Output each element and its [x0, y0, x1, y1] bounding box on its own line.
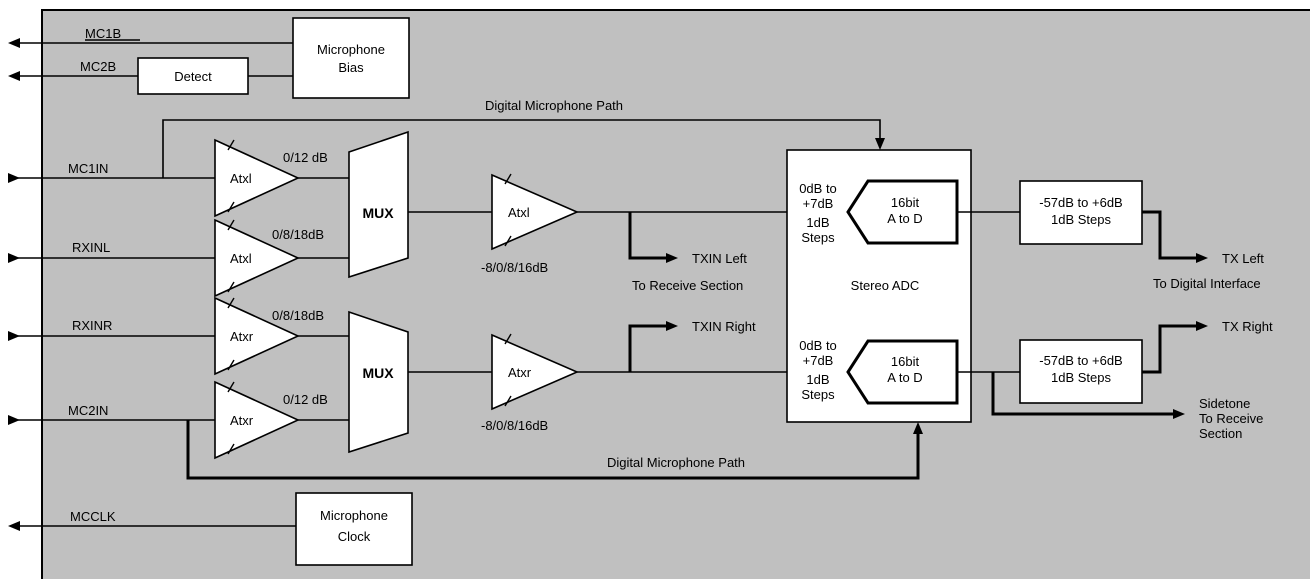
amp-left-label: Atxl	[508, 205, 530, 220]
amp-mc2in-label: Atxr	[230, 413, 254, 428]
adc-bottom-label-2: A to D	[887, 370, 922, 385]
signal-rxinr: RXINR	[72, 318, 112, 333]
input-amplifiers: Atxl 0/12 dB Atxl 0/8/18dB Atxr 0/8/18dB…	[214, 138, 349, 460]
adc-pre-top-1: 0dB to	[799, 181, 837, 196]
mic-bias-label-2: Bias	[338, 60, 364, 75]
amp-mc2in	[214, 380, 300, 460]
digital-mic-path-bottom: Digital Microphone Path	[186, 420, 923, 480]
amp-mc1in	[214, 138, 300, 218]
mux-bottom	[348, 310, 409, 454]
adc-pre-top-4: Steps	[801, 230, 835, 245]
stereo-adc: Stereo ADC 0dB to +7dB 1dB Steps 16bit A…	[786, 149, 972, 423]
gain-top-label-2: 1dB Steps	[1051, 212, 1111, 227]
mic-bias-block	[292, 17, 410, 99]
amp-right	[491, 333, 580, 411]
adc-pre-bottom-3: 1dB	[806, 372, 829, 387]
mic-clock-label-2: Clock	[338, 529, 371, 544]
adc-bottom-label-1: 16bit	[891, 354, 920, 369]
adc-pre-bottom-1: 0dB to	[799, 338, 837, 353]
txin-left-label: TXIN Left	[692, 251, 747, 266]
adc-pre-top-2: +7dB	[803, 196, 834, 211]
amp-left	[491, 173, 580, 251]
adc-pre-bottom-2: +7dB	[803, 353, 834, 368]
gain-rxinr: 0/8/18dB	[272, 308, 324, 323]
gain-mc2in: 0/12 dB	[283, 392, 328, 407]
tx-left-label: TX Left	[1222, 251, 1264, 266]
mic-clock-section: MCCLK Microphone Clock	[8, 492, 413, 566]
gain-bottom-label-2: 1dB Steps	[1051, 370, 1111, 385]
adc-pre-top-3: 1dB	[806, 215, 829, 230]
mic-bias-label-1: Microphone	[317, 42, 385, 57]
mic-clock-block	[295, 492, 413, 566]
signal-mc1in: MC1IN	[68, 161, 108, 176]
signal-mc2b: MC2B	[80, 59, 116, 74]
mic-clock-label-1: Microphone	[320, 508, 388, 523]
txin-taps: TXIN Left To Receive Section TXIN Right	[628, 212, 756, 372]
sidetone-label-2: To Receive	[1199, 411, 1263, 426]
to-receive-section-label: To Receive Section	[632, 278, 743, 293]
adc-top-label-1: 16bit	[891, 195, 920, 210]
gain-amp-left: -8/0/8/16dB	[481, 260, 548, 275]
gain-amp-right: -8/0/8/16dB	[481, 418, 548, 433]
gain-top-block	[1019, 180, 1143, 245]
multiplexers: MUX MUX	[348, 130, 492, 454]
input-signals: MC1IN RXINL RXINR MC2IN	[8, 161, 215, 425]
gain-rxinl: 0/8/18dB	[272, 227, 324, 242]
sidetone-label-1: Sidetone	[1199, 396, 1250, 411]
mic-bias-section: MC1B MC2B Detect Microphone Bias	[8, 17, 410, 99]
digital-mic-path-top: Digital Microphone Path	[162, 98, 885, 178]
stereo-adc-label: Stereo ADC	[851, 278, 920, 293]
detect-label: Detect	[174, 69, 212, 84]
signal-mc2in: MC2IN	[68, 403, 108, 418]
tx-right-label: TX Right	[1222, 319, 1273, 334]
gain-bottom-label-1: -57dB to +6dB	[1039, 353, 1122, 368]
digital-mic-path-bottom-label: Digital Microphone Path	[607, 455, 745, 470]
mux-bottom-label: MUX	[362, 365, 394, 381]
signal-mcclk: MCCLK	[70, 509, 116, 524]
output-section: -57dB to +6dB 1dB Steps TX Left To Digit…	[957, 180, 1273, 441]
adc-top-label-2: A to D	[887, 211, 922, 226]
amp-rxinr	[214, 296, 300, 376]
gain-top-label-1: -57dB to +6dB	[1039, 195, 1122, 210]
amp-rxinl-label: Atxl	[230, 251, 252, 266]
mux-top	[348, 130, 409, 279]
signal-rxinl: RXINL	[72, 240, 110, 255]
detect-block	[137, 57, 249, 95]
to-digital-interface-label: To Digital Interface	[1153, 276, 1261, 291]
adc-pre-bottom-4: Steps	[801, 387, 835, 402]
chip-body	[41, 9, 1310, 579]
amp-rxinr-label: Atxr	[230, 329, 254, 344]
signal-mc1b: MC1B	[85, 26, 121, 41]
gain-bottom-block	[1019, 339, 1143, 404]
gain-mc1in: 0/12 dB	[283, 150, 328, 165]
txin-right-label: TXIN Right	[692, 319, 756, 334]
mux-top-label: MUX	[362, 205, 394, 221]
amp-rxinl	[214, 218, 300, 298]
amp-right-label: Atxr	[508, 365, 532, 380]
sidetone-label-3: Section	[1199, 426, 1242, 441]
amp-mc1in-label: Atxl	[230, 171, 252, 186]
digital-mic-path-top-label: Digital Microphone Path	[485, 98, 623, 113]
